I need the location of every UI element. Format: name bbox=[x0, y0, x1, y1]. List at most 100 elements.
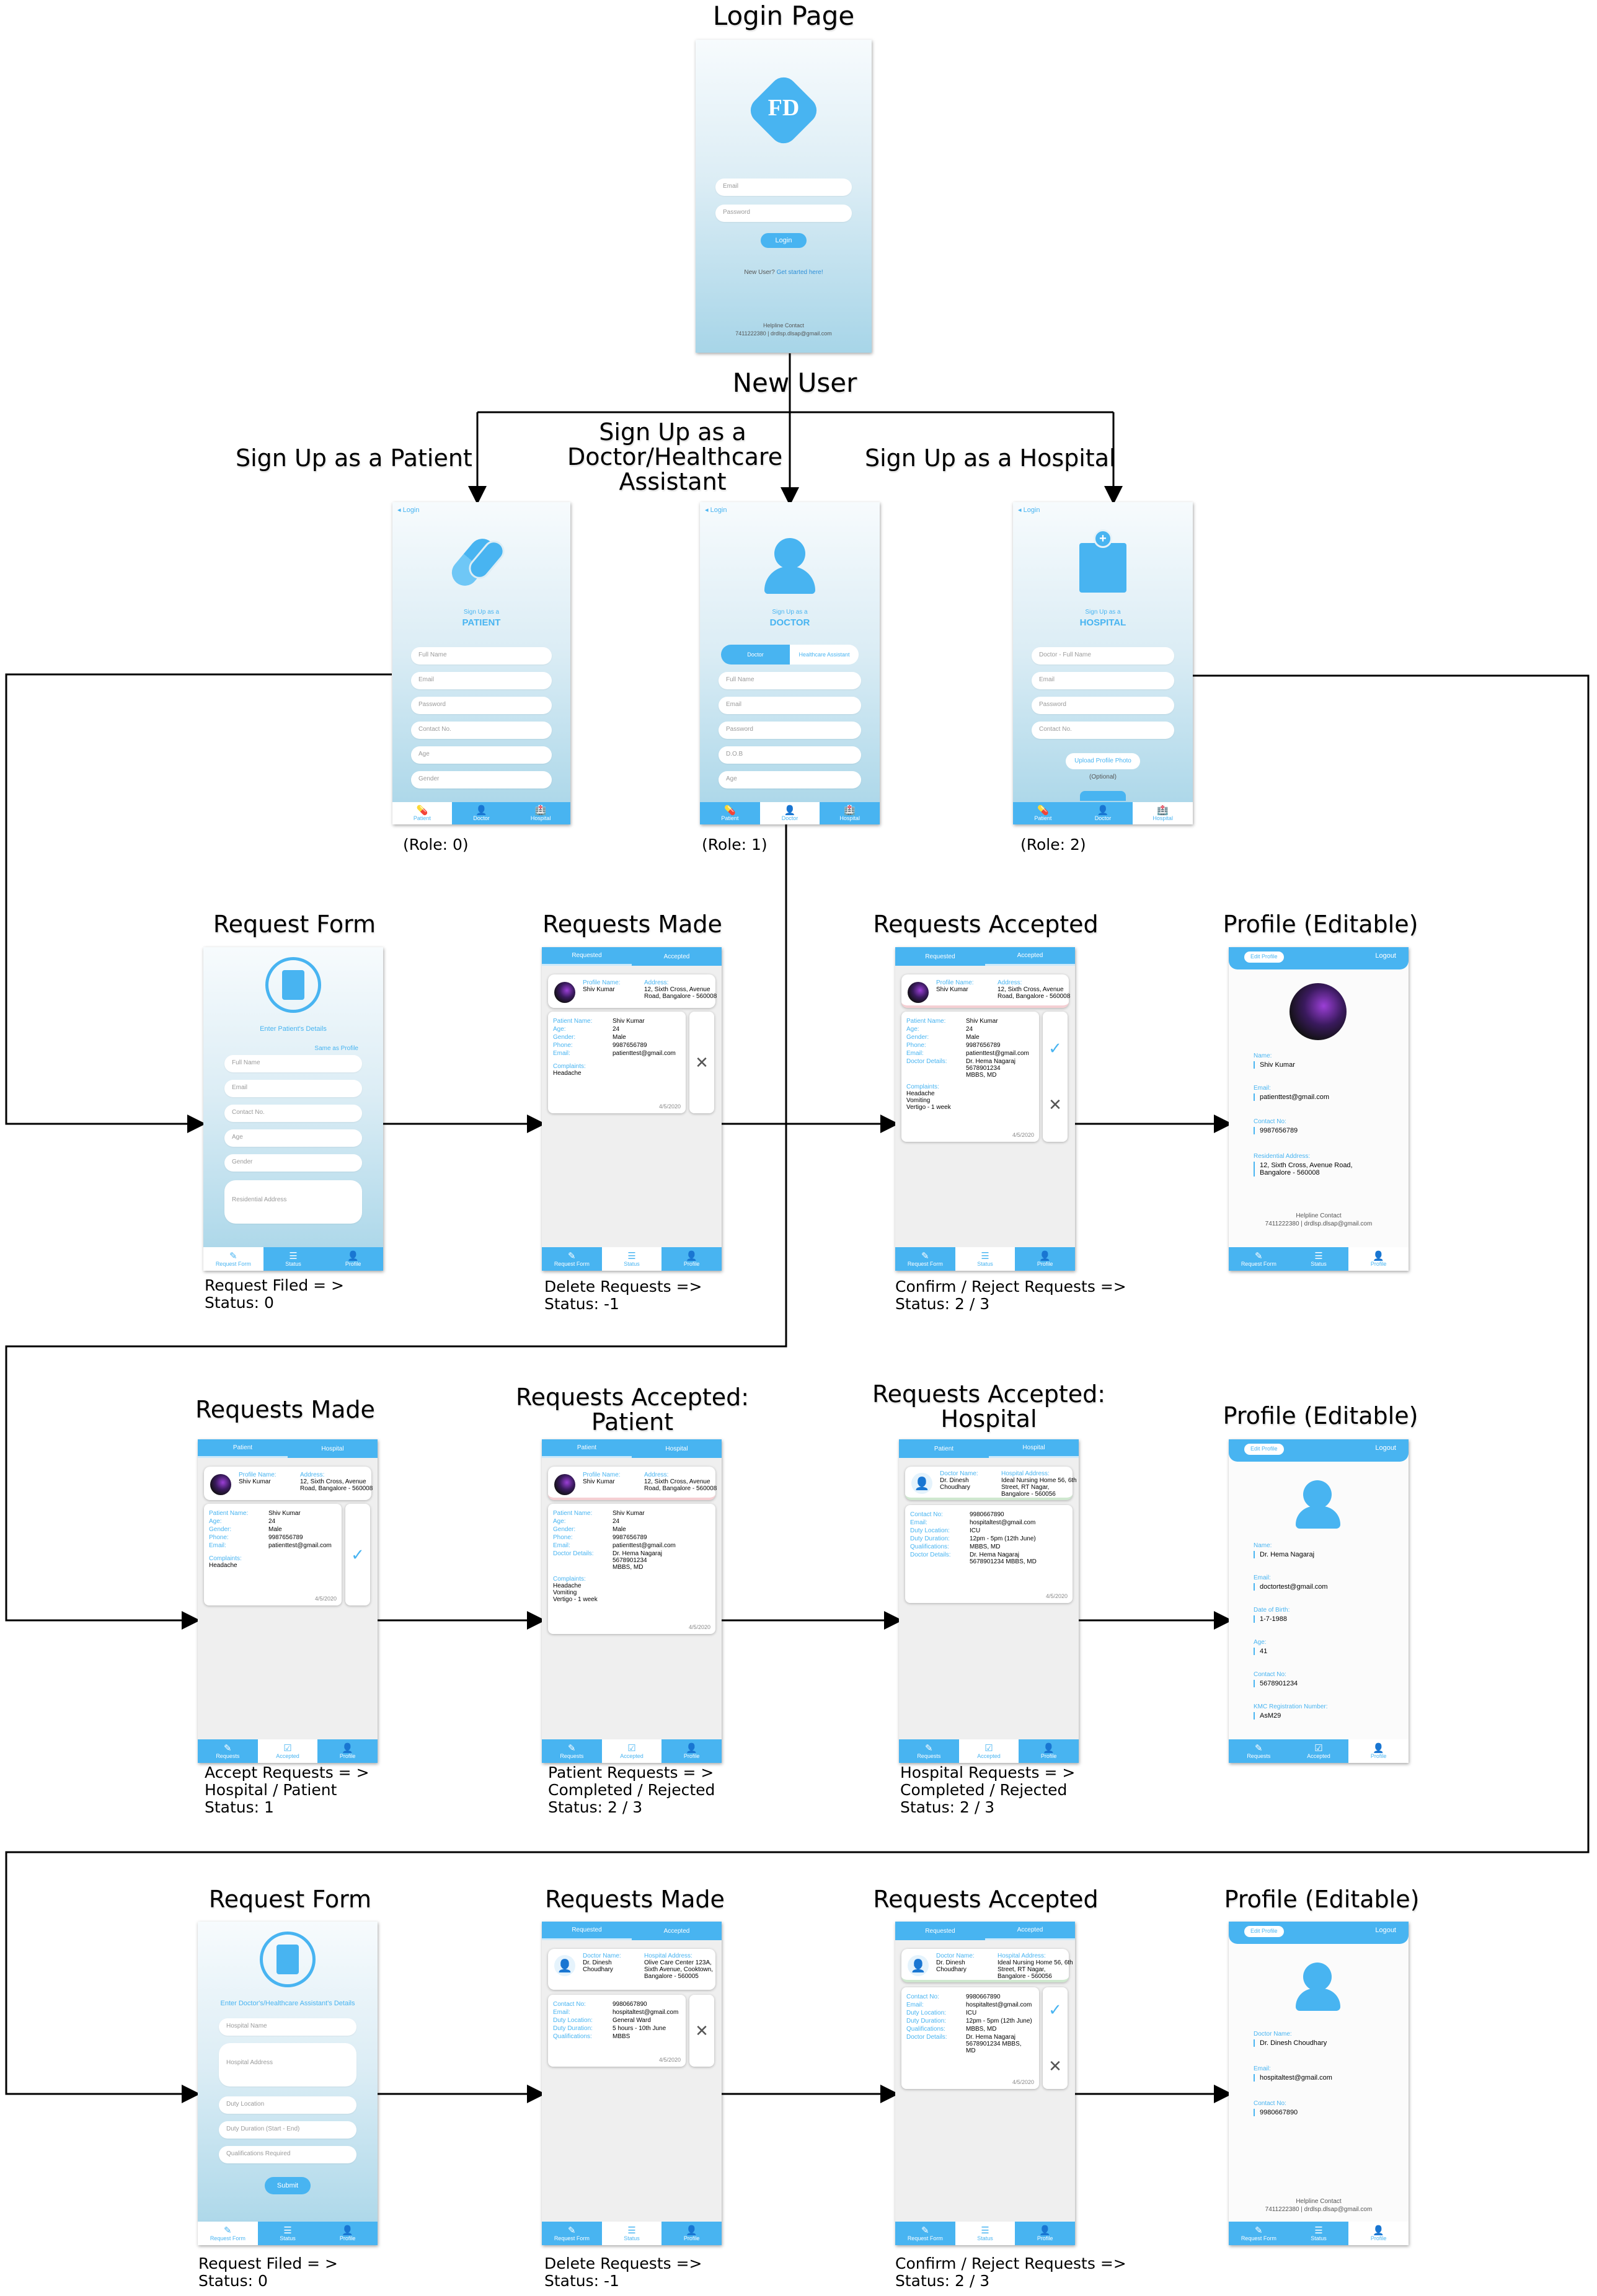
nav-requests[interactable]: ✎Requests bbox=[560, 1742, 584, 1759]
nav-requests[interactable]: ✎Requests bbox=[917, 1742, 941, 1759]
nav-request-form[interactable]: ✎Request Form bbox=[203, 1247, 263, 1271]
nav-requests[interactable]: ✎Requests bbox=[1247, 1742, 1271, 1759]
nav-request-form[interactable]: ✎Request Form bbox=[198, 2222, 258, 2245]
nav-profile[interactable]: 👤Profile bbox=[1037, 1250, 1053, 1267]
nav-profile[interactable]: 👤Profile bbox=[1348, 1739, 1409, 1763]
tab-patient[interactable]: Patient bbox=[934, 1445, 954, 1452]
nav-doctor[interactable]: 👤Doctor bbox=[473, 805, 490, 821]
email-field[interactable]: Email bbox=[1032, 672, 1174, 689]
nav-request-form[interactable]: ✎Request Form bbox=[907, 2225, 943, 2241]
nav-accepted[interactable]: ☑Accepted bbox=[601, 1739, 662, 1763]
age-field[interactable]: Age bbox=[719, 771, 861, 788]
tab-hospital[interactable]: Hospital bbox=[989, 1439, 1079, 1458]
toggle-healthcare-assistant[interactable]: Healthcare Assistant bbox=[798, 651, 850, 658]
confirm-reject-buttons[interactable]: ✓✕ bbox=[1043, 1012, 1068, 1142]
duty-duration-field[interactable]: Duty Duration (Start - End) bbox=[219, 2121, 356, 2139]
nav-hospital[interactable]: 🏥Hospital bbox=[1133, 802, 1193, 824]
nav-profile[interactable]: 👤Profile bbox=[683, 1742, 700, 1759]
back-to-login-link[interactable]: ◂ Login bbox=[705, 506, 727, 514]
nav-doctor[interactable]: 👤Doctor bbox=[1094, 805, 1112, 821]
logout-button[interactable]: Logout bbox=[1375, 1927, 1396, 1934]
confirm-reject-buttons[interactable]: ✓✕ bbox=[1043, 1987, 1068, 2089]
signup-button[interactable] bbox=[1080, 791, 1126, 801]
close-icon[interactable]: ✕ bbox=[1048, 2057, 1062, 2075]
nav-profile[interactable]: 👤Profile bbox=[1037, 2225, 1053, 2241]
nav-profile[interactable]: 👤Profile bbox=[683, 1250, 700, 1267]
nav-doctor[interactable]: 👤Doctor bbox=[759, 802, 820, 824]
tab-requested[interactable]: Requested bbox=[925, 1927, 955, 1935]
contact-field[interactable]: Contact No. bbox=[1032, 722, 1174, 739]
edit-profile-button[interactable]: Edit Profile bbox=[1244, 952, 1284, 963]
duty-location-field[interactable]: Duty Location bbox=[219, 2096, 356, 2114]
nav-hospital[interactable]: 🏥Hospital bbox=[530, 805, 551, 821]
password-field[interactable]: Password bbox=[411, 697, 552, 714]
nav-accepted[interactable]: ☑Accepted bbox=[1307, 1742, 1330, 1759]
address-field[interactable]: Residential Address bbox=[224, 1180, 362, 1224]
doctor-name-field[interactable]: Doctor - Full Name bbox=[1032, 647, 1174, 665]
nav-profile[interactable]: 👤Profile bbox=[1348, 2222, 1409, 2245]
nav-patient[interactable]: 💊Patient bbox=[1034, 805, 1052, 821]
fullname-field[interactable]: Full Name bbox=[224, 1055, 362, 1072]
email-field[interactable]: Email bbox=[411, 672, 552, 689]
fullname-field[interactable]: Full Name bbox=[411, 647, 552, 665]
nav-status[interactable]: ☰Status bbox=[285, 1250, 301, 1267]
get-started-link[interactable]: Get started here! bbox=[776, 269, 823, 276]
nav-status[interactable]: ☰Status bbox=[601, 1247, 662, 1271]
tab-requested[interactable]: Requested bbox=[542, 1922, 632, 1940]
nav-accepted[interactable]: ☑Accepted bbox=[958, 1739, 1019, 1763]
check-icon[interactable]: ✓ bbox=[1048, 2000, 1062, 2019]
dob-field[interactable]: D.O.B bbox=[719, 746, 861, 764]
tab-accepted[interactable]: Accepted bbox=[985, 1922, 1075, 1940]
nav-hospital[interactable]: 🏥Hospital bbox=[839, 805, 860, 821]
logout-button[interactable]: Logout bbox=[1375, 952, 1396, 960]
qualifications-field[interactable]: Qualifications Required bbox=[219, 2146, 356, 2163]
tab-patient[interactable]: Patient bbox=[542, 1439, 632, 1458]
upload-photo-button[interactable]: Upload Profile Photo bbox=[1066, 753, 1140, 769]
password-field[interactable]: Password bbox=[715, 205, 852, 222]
nav-status[interactable]: ☰Status bbox=[955, 2222, 1015, 2245]
password-field[interactable]: Password bbox=[719, 722, 861, 739]
nav-request-form[interactable]: ✎Request Form bbox=[1241, 2225, 1276, 2241]
login-button[interactable]: Login bbox=[761, 233, 807, 248]
delete-button[interactable]: ✕ bbox=[689, 1995, 714, 2067]
back-to-login-link[interactable]: ◂ Login bbox=[1018, 506, 1040, 514]
edit-profile-button[interactable]: Edit Profile bbox=[1244, 1444, 1284, 1455]
gender-field[interactable]: Gender bbox=[411, 771, 552, 788]
nav-request-form[interactable]: ✎Request Form bbox=[907, 1250, 943, 1267]
submit-button[interactable]: Submit bbox=[265, 2177, 311, 2194]
tab-accepted[interactable]: Accepted bbox=[985, 947, 1075, 966]
delete-button[interactable]: ✕ bbox=[689, 1012, 714, 1113]
nav-status[interactable]: ☰Status bbox=[955, 1247, 1015, 1271]
email-field[interactable]: Email bbox=[715, 179, 852, 196]
nav-profile[interactable]: 👤Profile bbox=[345, 1250, 361, 1267]
tab-accepted[interactable]: Accepted bbox=[663, 1927, 690, 1935]
nav-patient[interactable]: 💊Patient bbox=[721, 805, 739, 821]
tab-accepted[interactable]: Accepted bbox=[663, 953, 690, 960]
toggle-doctor[interactable]: Doctor bbox=[721, 645, 790, 665]
nav-profile[interactable]: 👤Profile bbox=[683, 2225, 700, 2241]
nav-accepted[interactable]: ☑Accepted bbox=[257, 1739, 318, 1763]
contact-field[interactable]: Contact No. bbox=[411, 722, 552, 739]
logout-button[interactable]: Logout bbox=[1375, 1444, 1396, 1452]
age-field[interactable]: Age bbox=[411, 746, 552, 764]
tab-requested[interactable]: Requested bbox=[542, 947, 632, 966]
nav-status[interactable]: ☰Status bbox=[1311, 1250, 1327, 1267]
nav-profile[interactable]: 👤Profile bbox=[339, 1742, 356, 1759]
email-field[interactable]: Email bbox=[719, 697, 861, 714]
fullname-field[interactable]: Full Name bbox=[719, 672, 861, 689]
nav-status[interactable]: ☰Status bbox=[601, 2222, 662, 2245]
gender-field[interactable]: Gender bbox=[224, 1154, 362, 1172]
close-icon[interactable]: ✕ bbox=[1048, 1095, 1062, 1114]
edit-profile-button[interactable]: Edit Profile bbox=[1244, 1926, 1284, 1937]
role-toggle[interactable]: Doctor Healthcare Assistant bbox=[721, 645, 859, 665]
nav-request-form[interactable]: ✎Request Form bbox=[554, 1250, 590, 1267]
back-to-login-link[interactable]: ◂ Login bbox=[397, 506, 420, 514]
check-icon[interactable]: ✓ bbox=[1048, 1039, 1062, 1057]
nav-profile[interactable]: 👤Profile bbox=[1348, 1247, 1409, 1271]
accept-button[interactable]: ✓ bbox=[345, 1504, 370, 1605]
hospital-address-field[interactable]: Hospital Address bbox=[219, 2043, 356, 2086]
nav-profile[interactable]: 👤Profile bbox=[1040, 1742, 1057, 1759]
nav-profile[interactable]: 👤Profile bbox=[339, 2225, 356, 2241]
tab-patient[interactable]: Patient bbox=[198, 1439, 288, 1458]
nav-request-form[interactable]: ✎Request Form bbox=[554, 2225, 590, 2241]
